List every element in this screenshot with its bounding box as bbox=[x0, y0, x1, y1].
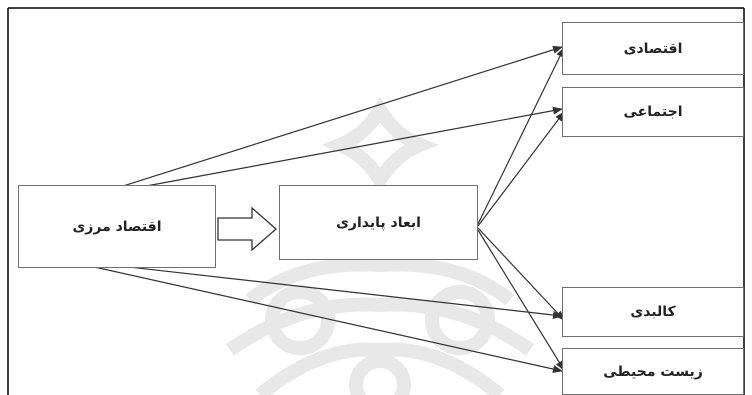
hub-box: ابعاد پایداری bbox=[279, 185, 478, 260]
arrow-source-to-physical bbox=[119, 265, 563, 319]
dimension-box-economic: اقتصادی bbox=[562, 22, 744, 75]
arrow-hub-to-social bbox=[477, 111, 565, 227]
arrow-hub-to-environmental bbox=[477, 229, 565, 371]
arrow-source-to-economic bbox=[119, 45, 563, 188]
arrow-hub-to-physical bbox=[477, 227, 565, 321]
arrow-hub-to-economic bbox=[477, 47, 565, 225]
dimension-label-social: اجتماعی bbox=[623, 104, 683, 120]
source-box: اقتصاد مرزی bbox=[18, 185, 216, 268]
hollow-block-arrow bbox=[217, 206, 277, 252]
dimension-label-physical: کالبدی bbox=[630, 304, 676, 320]
arrow-source-to-social bbox=[129, 106, 563, 190]
arrow-source-to-environmental bbox=[89, 265, 563, 373]
hub-label: ابعاد پایداری bbox=[336, 214, 421, 231]
dimension-label-economic: اقتصادی bbox=[623, 40, 683, 57]
source-label: اقتصاد مرزی bbox=[72, 218, 162, 235]
dimension-box-environmental: زیست محیطی bbox=[562, 348, 744, 395]
dimension-box-social: اجتماعی bbox=[562, 87, 744, 137]
dimension-box-physical: کالبدی bbox=[562, 287, 744, 337]
dimension-label-environmental: زیست محیطی bbox=[603, 363, 703, 380]
